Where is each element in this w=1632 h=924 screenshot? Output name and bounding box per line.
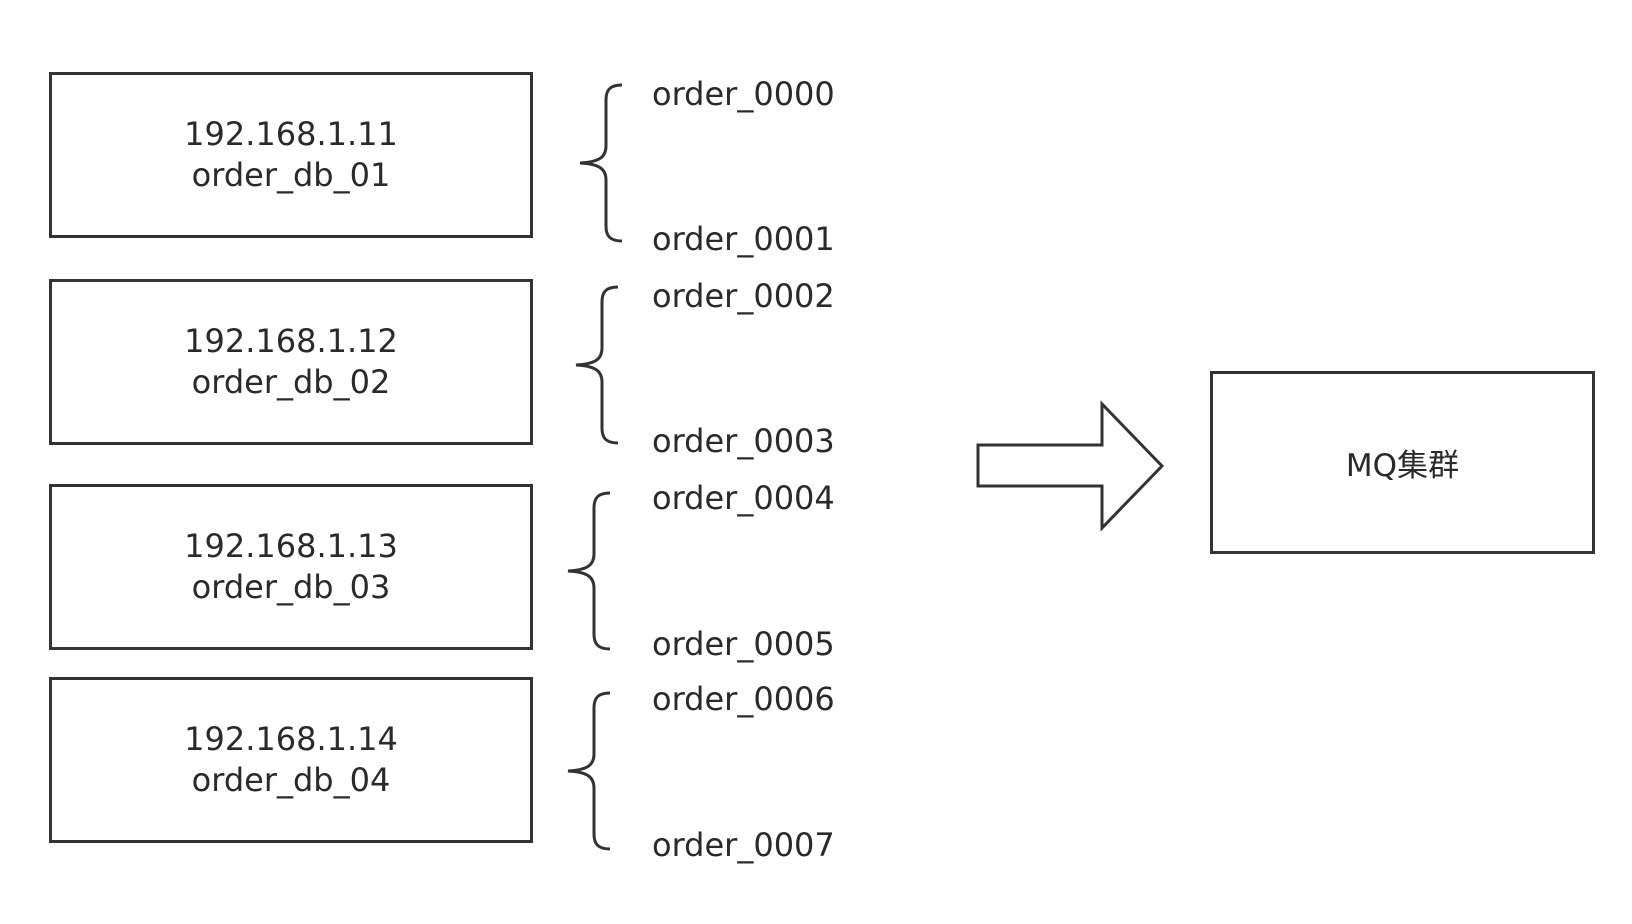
brace-icon	[567, 491, 611, 651]
right-arrow-icon	[976, 400, 1165, 532]
db-ip: 192.168.1.12	[184, 322, 398, 360]
table-label: order_0005	[652, 625, 835, 663]
db-node-4: 192.168.1.14 order_db_04	[49, 677, 533, 843]
db-name: order_db_03	[191, 568, 391, 606]
brace-icon	[579, 83, 623, 243]
table-label: order_0001	[652, 220, 835, 258]
db-node-3: 192.168.1.13 order_db_03	[49, 484, 533, 650]
mq-cluster-node: MQ集群	[1210, 371, 1595, 554]
db-node-1: 192.168.1.11 order_db_01	[49, 72, 533, 238]
db-ip: 192.168.1.11	[184, 115, 398, 153]
brace-icon	[575, 285, 619, 445]
table-label: order_0003	[652, 422, 835, 460]
db-name: order_db_01	[191, 156, 391, 194]
db-ip: 192.168.1.13	[184, 527, 398, 565]
db-name: order_db_02	[191, 363, 391, 401]
table-label: order_0000	[652, 75, 835, 113]
mq-cluster-label: MQ集群	[1345, 448, 1460, 484]
db-node-2: 192.168.1.12 order_db_02	[49, 279, 533, 445]
table-label: order_0007	[652, 826, 835, 864]
db-ip: 192.168.1.14	[184, 720, 398, 758]
table-label: order_0002	[652, 277, 835, 315]
table-label: order_0006	[652, 680, 835, 718]
table-label: order_0004	[652, 479, 835, 517]
db-name: order_db_04	[191, 761, 391, 799]
brace-icon	[567, 691, 611, 851]
